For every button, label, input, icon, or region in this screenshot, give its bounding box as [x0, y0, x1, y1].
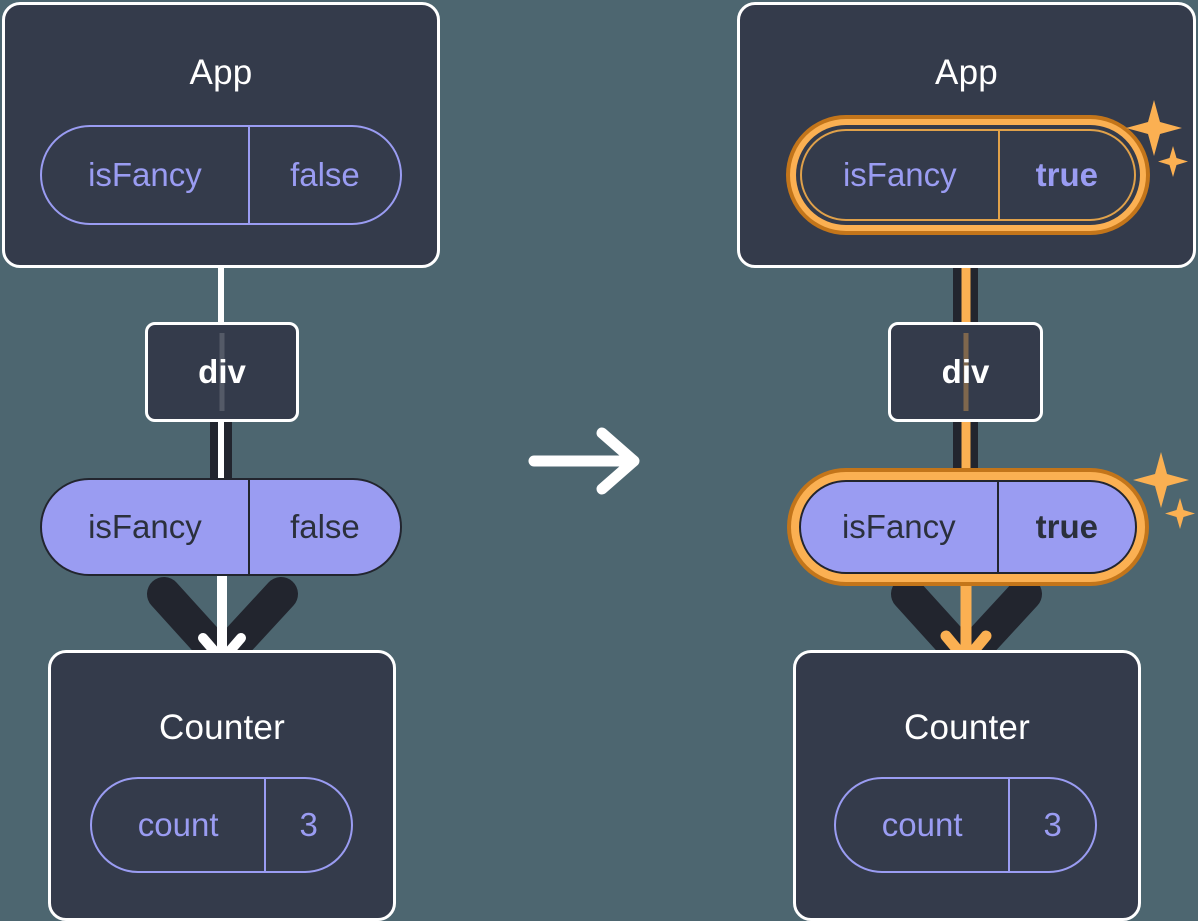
prop-pill-before[interactable]: isFancy false [40, 478, 402, 576]
prop-pill-after[interactable]: isFancy true [799, 480, 1137, 574]
connector-core-amber [961, 420, 970, 490]
state-pill-app-before[interactable]: isFancy false [40, 125, 402, 225]
sparkles-icon-prop [1133, 450, 1195, 534]
state-pill-key: isFancy [88, 156, 202, 193]
card-title-app-before: App [189, 53, 253, 92]
prop-pill-key: isFancy [841, 508, 956, 545]
state-pill-key: count [881, 806, 963, 843]
connector-core [218, 420, 224, 486]
connector-passthrough [219, 333, 225, 411]
prop-pill-value: true [996, 482, 1135, 572]
prop-pill-value: false [247, 480, 400, 574]
state-pill-value: 3 [264, 779, 351, 871]
card-title-counter-after: Counter [904, 708, 1030, 747]
node-div-after[interactable]: div [888, 322, 1043, 422]
state-pill-value: 3 [1008, 779, 1095, 871]
connector-div-to-pill-before [210, 420, 232, 486]
sparkles-icon-app [1126, 98, 1188, 182]
connector-app-to-div-before [218, 262, 224, 324]
node-div-before[interactable]: div [145, 322, 299, 422]
node-div-label: div [198, 353, 246, 390]
node-div-label: div [941, 353, 990, 390]
state-pill-key: count [137, 806, 219, 843]
state-pill-value: false [247, 127, 400, 223]
prop-pill-key: isFancy [88, 508, 202, 545]
state-pill-counter-before[interactable]: count 3 [90, 777, 353, 873]
connector-core-amber [961, 220, 970, 328]
state-pill-value: true [997, 131, 1134, 219]
state-pill-counter-after[interactable]: count 3 [834, 777, 1097, 873]
card-title-app-after: App [935, 53, 998, 92]
transition-arrow-right [528, 425, 646, 497]
card-title-counter-before: Counter [159, 708, 285, 747]
connector-passthrough [963, 333, 968, 411]
state-pill-key: isFancy [842, 156, 957, 193]
state-pill-app-after[interactable]: isFancy true [800, 129, 1136, 221]
